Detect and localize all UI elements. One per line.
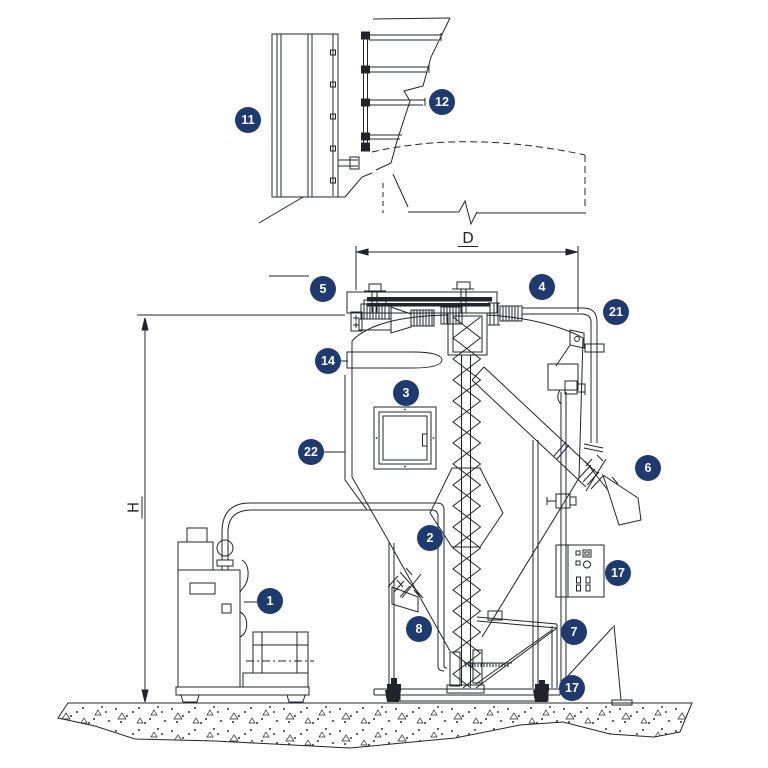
break-line — [375, 17, 451, 171]
discharge-conveyor-6 — [471, 366, 642, 526]
detail-roof-outline — [344, 141, 586, 226]
support-column-11 — [258, 33, 360, 224]
height-dimension-label: H — [125, 496, 143, 519]
callout-3: 3 — [393, 380, 419, 406]
air-pipe — [221, 502, 448, 672]
callout-2: 2 — [417, 525, 443, 551]
diameter-dimension-label: D — [458, 230, 478, 247]
callout-1: 1 — [257, 588, 283, 614]
callout-6: 6 — [635, 455, 661, 481]
ground-foundation — [57, 702, 693, 749]
fill-nozzle-14 — [346, 351, 443, 369]
callout-4: 4 — [529, 274, 555, 300]
callout-22: 22 — [298, 439, 324, 465]
top-bridge-and-drive — [346, 281, 523, 334]
wall-bracket-12 — [361, 17, 451, 171]
riser-pipe-21 — [522, 307, 605, 453]
detail-view — [258, 17, 586, 226]
tank-outline — [344, 314, 584, 652]
callout-17-panel: 17 — [605, 560, 631, 586]
callout-12: 12 — [429, 89, 455, 115]
roof-nozzle-flange — [488, 302, 523, 326]
shoulder-bracket-valve — [547, 329, 586, 405]
control-panel-17 — [555, 544, 605, 598]
dimension-D — [355, 246, 579, 312]
load-cell-left — [385, 678, 401, 702]
callout-21: 21 — [603, 299, 629, 325]
base-frame — [373, 678, 561, 702]
cone-valve — [546, 493, 577, 509]
callout-7: 7 — [561, 619, 587, 645]
vertical-screw — [446, 312, 488, 694]
discharge-spout — [602, 473, 642, 526]
callout-14: 14 — [315, 348, 341, 374]
callout-17-loadcell: 17 — [559, 675, 585, 701]
blower-unit-1 — [175, 527, 314, 703]
load-cell-right — [533, 680, 549, 702]
access-door-3 — [373, 406, 437, 470]
outlet-valve-8 — [387, 567, 424, 613]
dimension-H — [137, 275, 345, 703]
bag-hopper-7 — [464, 610, 558, 689]
mixing-baffle — [429, 467, 504, 548]
jacket-line-22 — [344, 375, 368, 511]
callout-8: 8 — [406, 616, 432, 642]
callout-11: 11 — [235, 107, 261, 133]
callout-5: 5 — [310, 276, 336, 302]
